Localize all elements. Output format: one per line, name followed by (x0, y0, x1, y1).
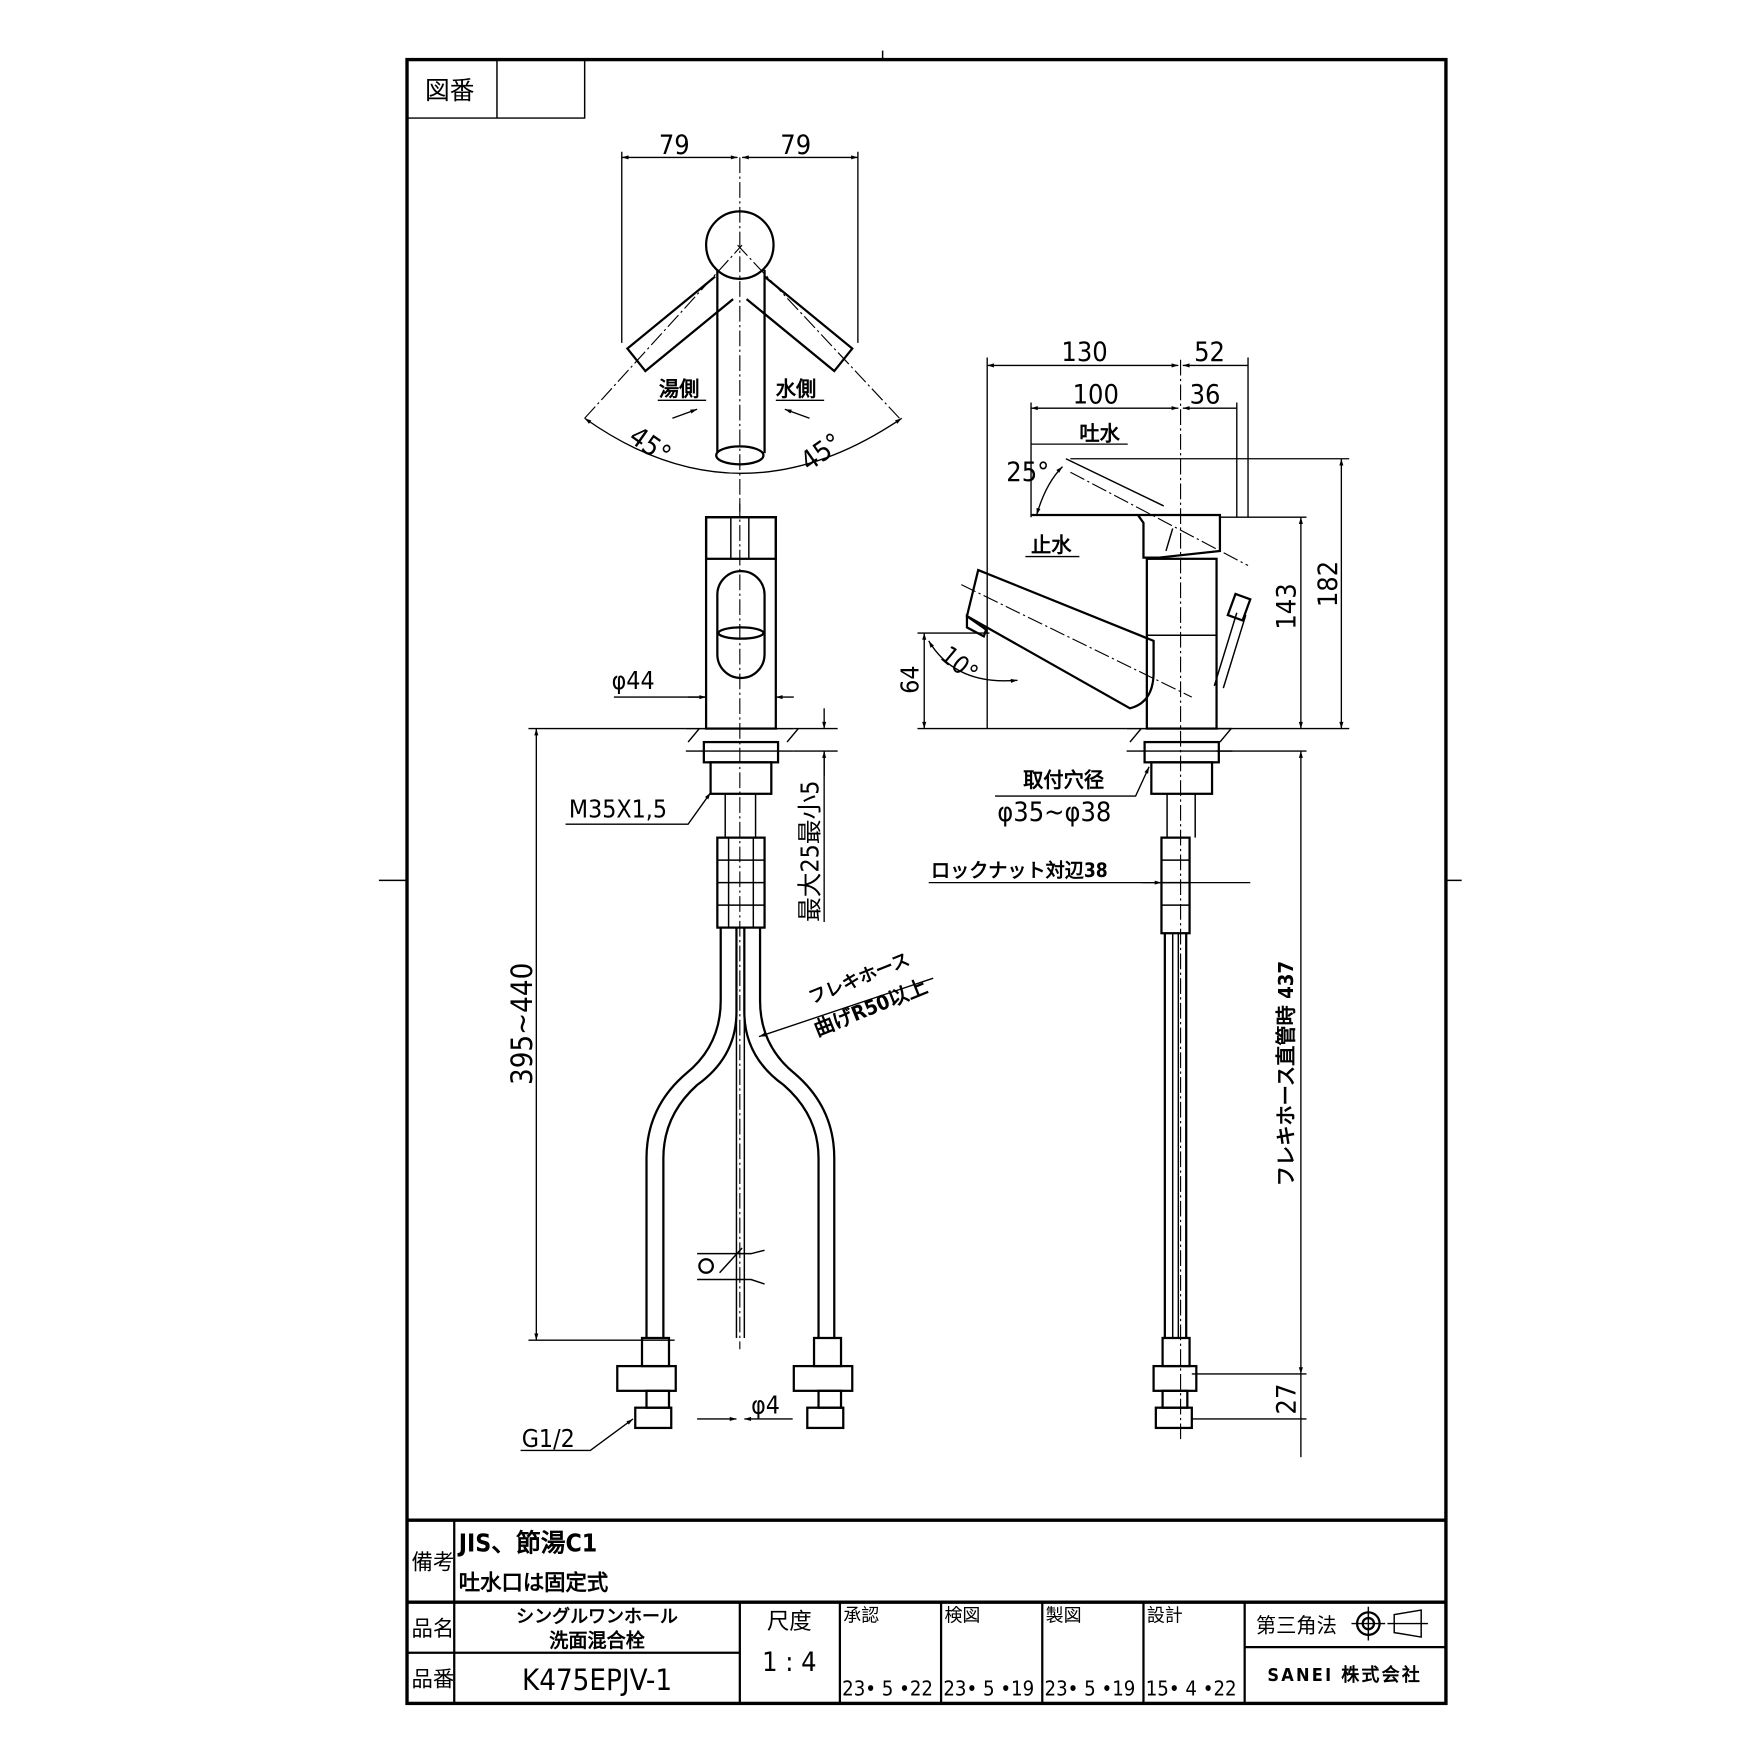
thread-label: M35X1,5 (569, 794, 667, 823)
dim-52: 52 (1194, 337, 1225, 368)
remarks-label: 備考 (412, 1551, 455, 1576)
product-name-line-2: 洗面混合栓 (549, 1629, 645, 1652)
drawing-number-label: 図番 (425, 76, 474, 105)
mount-hole-value: φ35~φ38 (997, 797, 1111, 828)
product-name-line-1: シングルワンホール (516, 1605, 678, 1627)
dim-27: 27 (1271, 1384, 1302, 1415)
drafting-label: 製図 (1046, 1605, 1082, 1626)
part-number: K475EPJV-1 (522, 1663, 672, 1697)
dia-4-label: φ4 (751, 1390, 780, 1419)
drawing-frame (378, 50, 1462, 1706)
right-fitting (792, 1336, 854, 1430)
height-64: 64 (896, 665, 925, 693)
company-name: SANEI 株式会社 (1267, 1664, 1422, 1686)
spout-angle: 10° (935, 640, 984, 688)
dim-36: 36 (1190, 380, 1221, 411)
hot-side-label: 湯側 (659, 377, 699, 401)
check-date: 23• 5 •19 (943, 1677, 1034, 1701)
name-label: 品名 (412, 1617, 455, 1642)
top-view (584, 151, 903, 512)
height-182: 182 (1313, 561, 1344, 607)
hose-straight-length: フレキホース直管時 437 (1274, 961, 1298, 1186)
left-fitting (616, 1336, 677, 1430)
height-143: 143 (1271, 583, 1302, 629)
front-view (520, 500, 934, 1452)
mount-hole-label: 取付穴径 (1023, 768, 1104, 792)
dim-100: 100 (1073, 380, 1119, 411)
counter-thickness-label: 最大25最小5 (796, 781, 825, 922)
approval-date: 23• 5 •22 (842, 1677, 933, 1701)
angle-45-right: 45° (795, 428, 848, 478)
angle-45-left: 45° (623, 421, 676, 471)
projection-method: 第三角法 (1256, 1614, 1337, 1638)
dia-44-label: φ44 (612, 666, 655, 695)
part-label: 品番 (412, 1668, 455, 1693)
remarks-line-2: 吐水口は固定式 (459, 1570, 609, 1596)
title-block (407, 1518, 1446, 1704)
dim-130: 130 (1061, 337, 1107, 368)
side-view (917, 357, 1350, 1458)
check-label: 検図 (944, 1605, 980, 1626)
scale-value: 1 : 4 (762, 1647, 816, 1678)
approval-label: 承認 (843, 1605, 879, 1626)
hose-length-range: 395~440 (505, 963, 539, 1085)
design-date: 15• 4 •22 (1146, 1677, 1237, 1701)
remarks-line-1: JIS、節湯C1 (457, 1529, 597, 1558)
drafting-date: 23• 5 •19 (1045, 1677, 1136, 1701)
lever-angle: 25° (1006, 457, 1049, 488)
connection-label: G1/2 (522, 1424, 575, 1453)
dim-79-left: 79 (659, 130, 690, 161)
design-label: 設計 (1147, 1605, 1183, 1626)
cold-side-label: 水側 (776, 377, 816, 401)
locknut-label: ロックナット対辺38 (931, 859, 1108, 882)
spout-on-label: 吐水 (1079, 422, 1120, 446)
dim-79-right: 79 (780, 130, 811, 161)
scale-label: 尺度 (767, 1609, 812, 1635)
spout-off-label: 止水 (1031, 533, 1072, 557)
